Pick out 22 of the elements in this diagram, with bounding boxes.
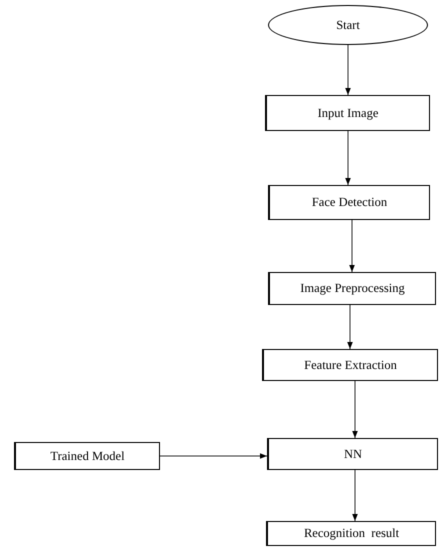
node-label: Feature Extraction [304,358,397,372]
node-label: Face Detection [312,195,388,210]
arrow [345,44,351,96]
process-box [268,185,430,220]
process-box [14,442,160,470]
node-label: Trained Model [50,448,125,464]
arrow [352,470,358,522]
arrow [160,453,268,459]
arrow [352,380,358,438]
process-box [267,438,438,470]
node-label: Input Image [318,106,378,120]
arrow [347,304,353,350]
node-label: NN [344,446,362,462]
node-label: Image Preprocessing [300,281,405,296]
node-label: Recognition result [304,526,400,541]
arrow [349,220,355,272]
process-box [265,95,430,131]
process-box [262,349,438,381]
process-box [268,272,436,305]
node-label: Start [336,18,360,32]
process-box [266,521,436,546]
arrow [345,130,351,186]
